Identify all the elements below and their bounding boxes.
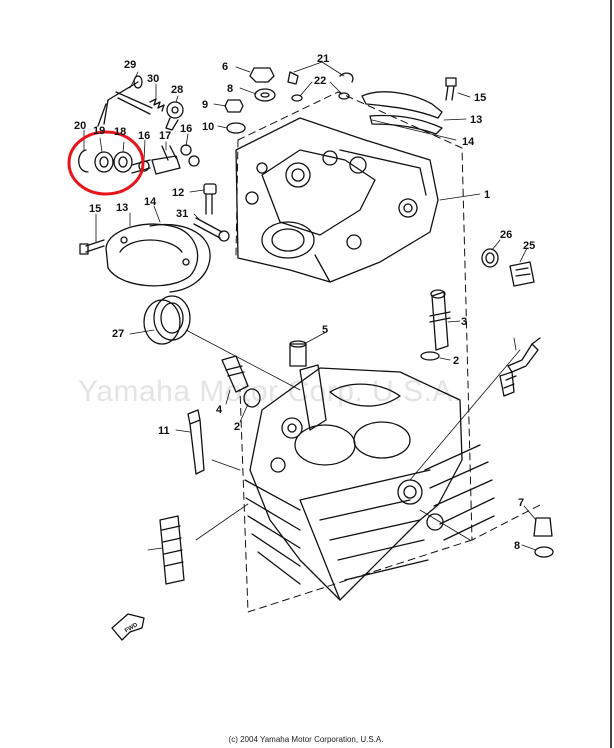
part-27-rod [97,75,153,127]
part-11-bolt [187,409,205,475]
head-cover-part [235,117,439,283]
copyright-notice: (c) 2004 Yamaha Motor Corporation, U.S.A… [228,735,384,744]
callout-1: 1 [484,189,490,201]
part-26-gear [165,101,184,131]
part-16-ring [180,144,192,156]
cylinder-head-part [244,364,495,601]
part-6-cap [249,67,275,83]
callout-16: 16 [138,130,150,142]
callout-6: 6 [222,61,228,73]
part-12-bolt [203,183,217,215]
parts-18-19-20 [78,149,133,173]
callout-28: 30 [147,73,159,85]
callout-18: 18 [114,126,126,138]
part-7-cap [533,517,553,537]
assembly-outline [235,91,541,613]
callout-19: 19 [93,125,105,137]
callout-5: 5 [322,324,328,336]
callout-24: 26 [500,229,512,241]
part-4-valve-guide [221,355,249,393]
callout-2-right: 2 [453,355,459,367]
callout-23: 25 [523,240,535,252]
callout-14-left: 14 [144,196,157,208]
callout-15-right: 15 [474,92,486,104]
callout-11: 11 [158,425,170,437]
part-24-gasket [481,248,499,268]
callout-13-left: 13 [116,202,128,214]
callout-8-lower: 8 [514,540,520,552]
callout-26: 28 [171,84,183,96]
part-15-bolt-right [445,77,457,101]
callout-22: 22 [314,75,326,87]
callout-7: 7 [518,497,524,509]
callout-21: 21 [317,53,329,65]
callout-2-left: 2 [234,421,240,433]
highlight-circle [67,130,145,196]
part-13-top-cover [361,91,443,135]
callout-29: 31 [176,208,188,220]
part-25-seal [143,295,191,345]
callout-25: 27 [112,328,124,340]
part-2-oring [243,351,440,408]
part-8-washer-upper [254,88,276,102]
part-5-tappet [289,340,307,367]
callout-17: 17 [159,130,171,142]
part-10-washer [226,122,246,134]
callout-16-upper: 16 [180,123,192,135]
callout-3: 3 [461,316,467,328]
part-30-spark-plug [499,337,541,397]
part-8-washer-lower [534,546,554,558]
part-28-spring [149,98,165,112]
part-23-plug [509,261,535,287]
part-14-gasket [149,223,211,293]
part-9-nut [224,99,244,113]
callout-12: 12 [172,187,184,199]
callout-13-right: 13 [470,114,482,126]
part-15-bolt-left [79,239,105,255]
callout-10: 10 [202,121,214,133]
fwd-label: FWD [124,622,139,634]
callout-27: 29 [124,59,136,71]
part-3-valve-guide [429,289,451,351]
callout-15-left: 15 [89,203,101,215]
callout-labels: 29 30 28 16 20 19 18 16 17 15 13 14 31 1… [74,53,535,634]
callout-20: 20 [74,120,86,132]
fwd-arrow-icon [111,613,145,641]
leader-lines [83,61,537,551]
callout-14-right: 14 [462,136,475,148]
callout-4: 4 [216,404,223,416]
part-13-side-cover [105,223,199,287]
callout-9: 9 [202,99,208,111]
part-22-washer [291,92,350,102]
part-29-bolt [193,217,230,242]
callout-8-upper: 8 [227,83,233,95]
part-31-dowel [159,515,185,585]
